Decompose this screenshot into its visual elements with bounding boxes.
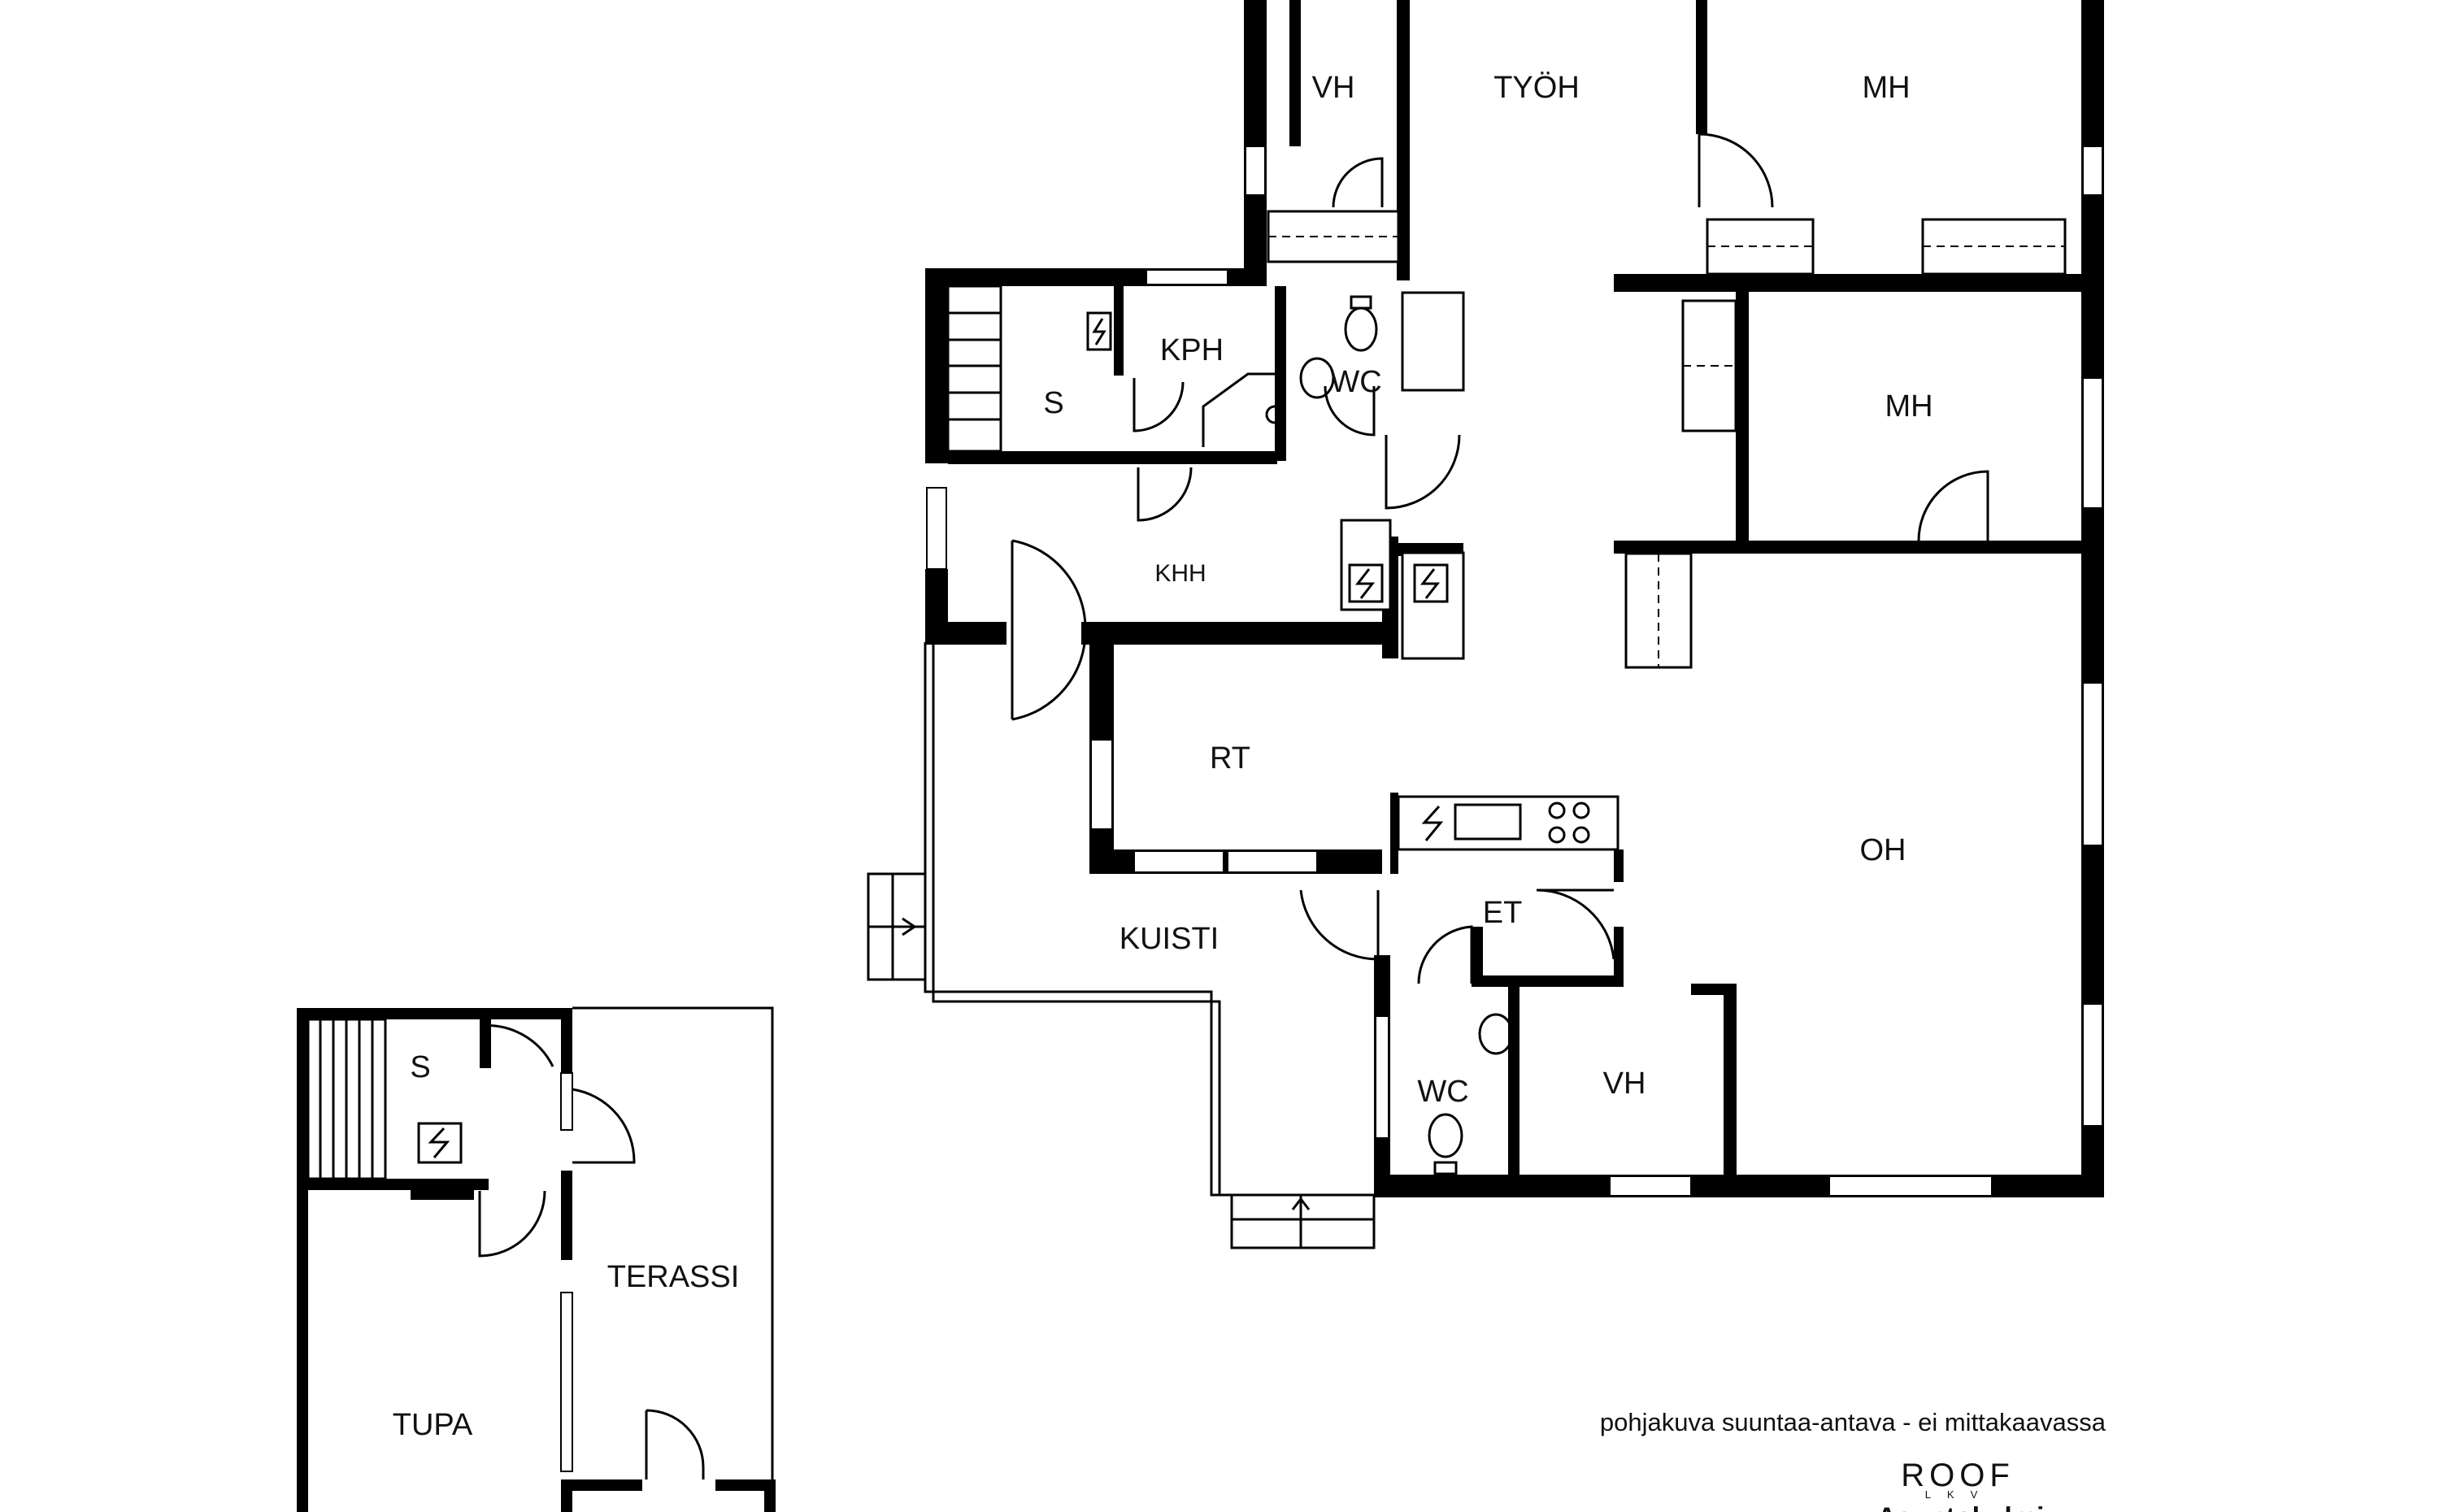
sink-icon: [1299, 357, 1335, 399]
electric-panel-icon: [1348, 563, 1384, 603]
room-label-kuisti: KUISTI: [1120, 922, 1219, 956]
kuisti-outline: [867, 642, 1376, 1249]
room-labels: VH TYÖH MH S KPH WC MH KHH RT OH ET KUIS…: [393, 71, 1933, 1442]
room-label-vh-lower: VH: [1603, 1067, 1646, 1101]
toilet-icon: [1428, 1113, 1463, 1175]
toilet-icon: [1344, 295, 1378, 352]
room-label-oh: OH: [1860, 833, 1906, 867]
electric-panel-icon: [417, 1122, 463, 1164]
disclaimer-note: pohjakuva suuntaa-antava - ei mittakaava…: [1600, 1408, 2106, 1436]
brand-logo-asuntokulmiz: Asuntokulmiz: [1877, 1502, 2059, 1512]
doors: [1011, 133, 1989, 984]
annex-walls: [297, 1008, 776, 1512]
room-label-et: ET: [1483, 896, 1523, 930]
main-house-walls: [925, 0, 2104, 1197]
annex-outline: [572, 1006, 774, 1479]
annex-windows: [560, 1072, 573, 1472]
shower-icon: [1202, 372, 1285, 447]
room-label-terassi: TERASSI: [607, 1260, 740, 1294]
room-label-rt: RT: [1210, 741, 1250, 776]
room-label-tupa: TUPA: [393, 1408, 473, 1442]
room-label-vh-top: VH: [1312, 71, 1355, 105]
room-label-khh: KHH: [1154, 560, 1206, 587]
room-label-wc-upper: WC: [1330, 365, 1381, 399]
annex-doors: [478, 1024, 705, 1479]
room-label-mh-top: MH: [1862, 71, 1910, 105]
room-label-mh-right: MH: [1885, 389, 1933, 424]
room-label-kph: KPH: [1160, 333, 1224, 367]
brand-logo-lkv: LKV: [1925, 1488, 1994, 1501]
sauna-bench-icon: [307, 1018, 387, 1180]
sink-icon: [1478, 1013, 1514, 1055]
room-label-s-sauna: S: [1043, 386, 1063, 420]
room-label-tyoh: TYÖH: [1493, 71, 1580, 105]
brand-logo-roof: ROOF: [1901, 1458, 2015, 1493]
room-label-wc-lower: WC: [1417, 1075, 1468, 1109]
electric-panel-icon: [1086, 311, 1112, 351]
electric-panel-icon: [1421, 805, 1444, 841]
room-label-s-annex: S: [410, 1050, 430, 1084]
main-house-windows: [926, 146, 2103, 1197]
electric-panel-icon: [1413, 563, 1449, 603]
